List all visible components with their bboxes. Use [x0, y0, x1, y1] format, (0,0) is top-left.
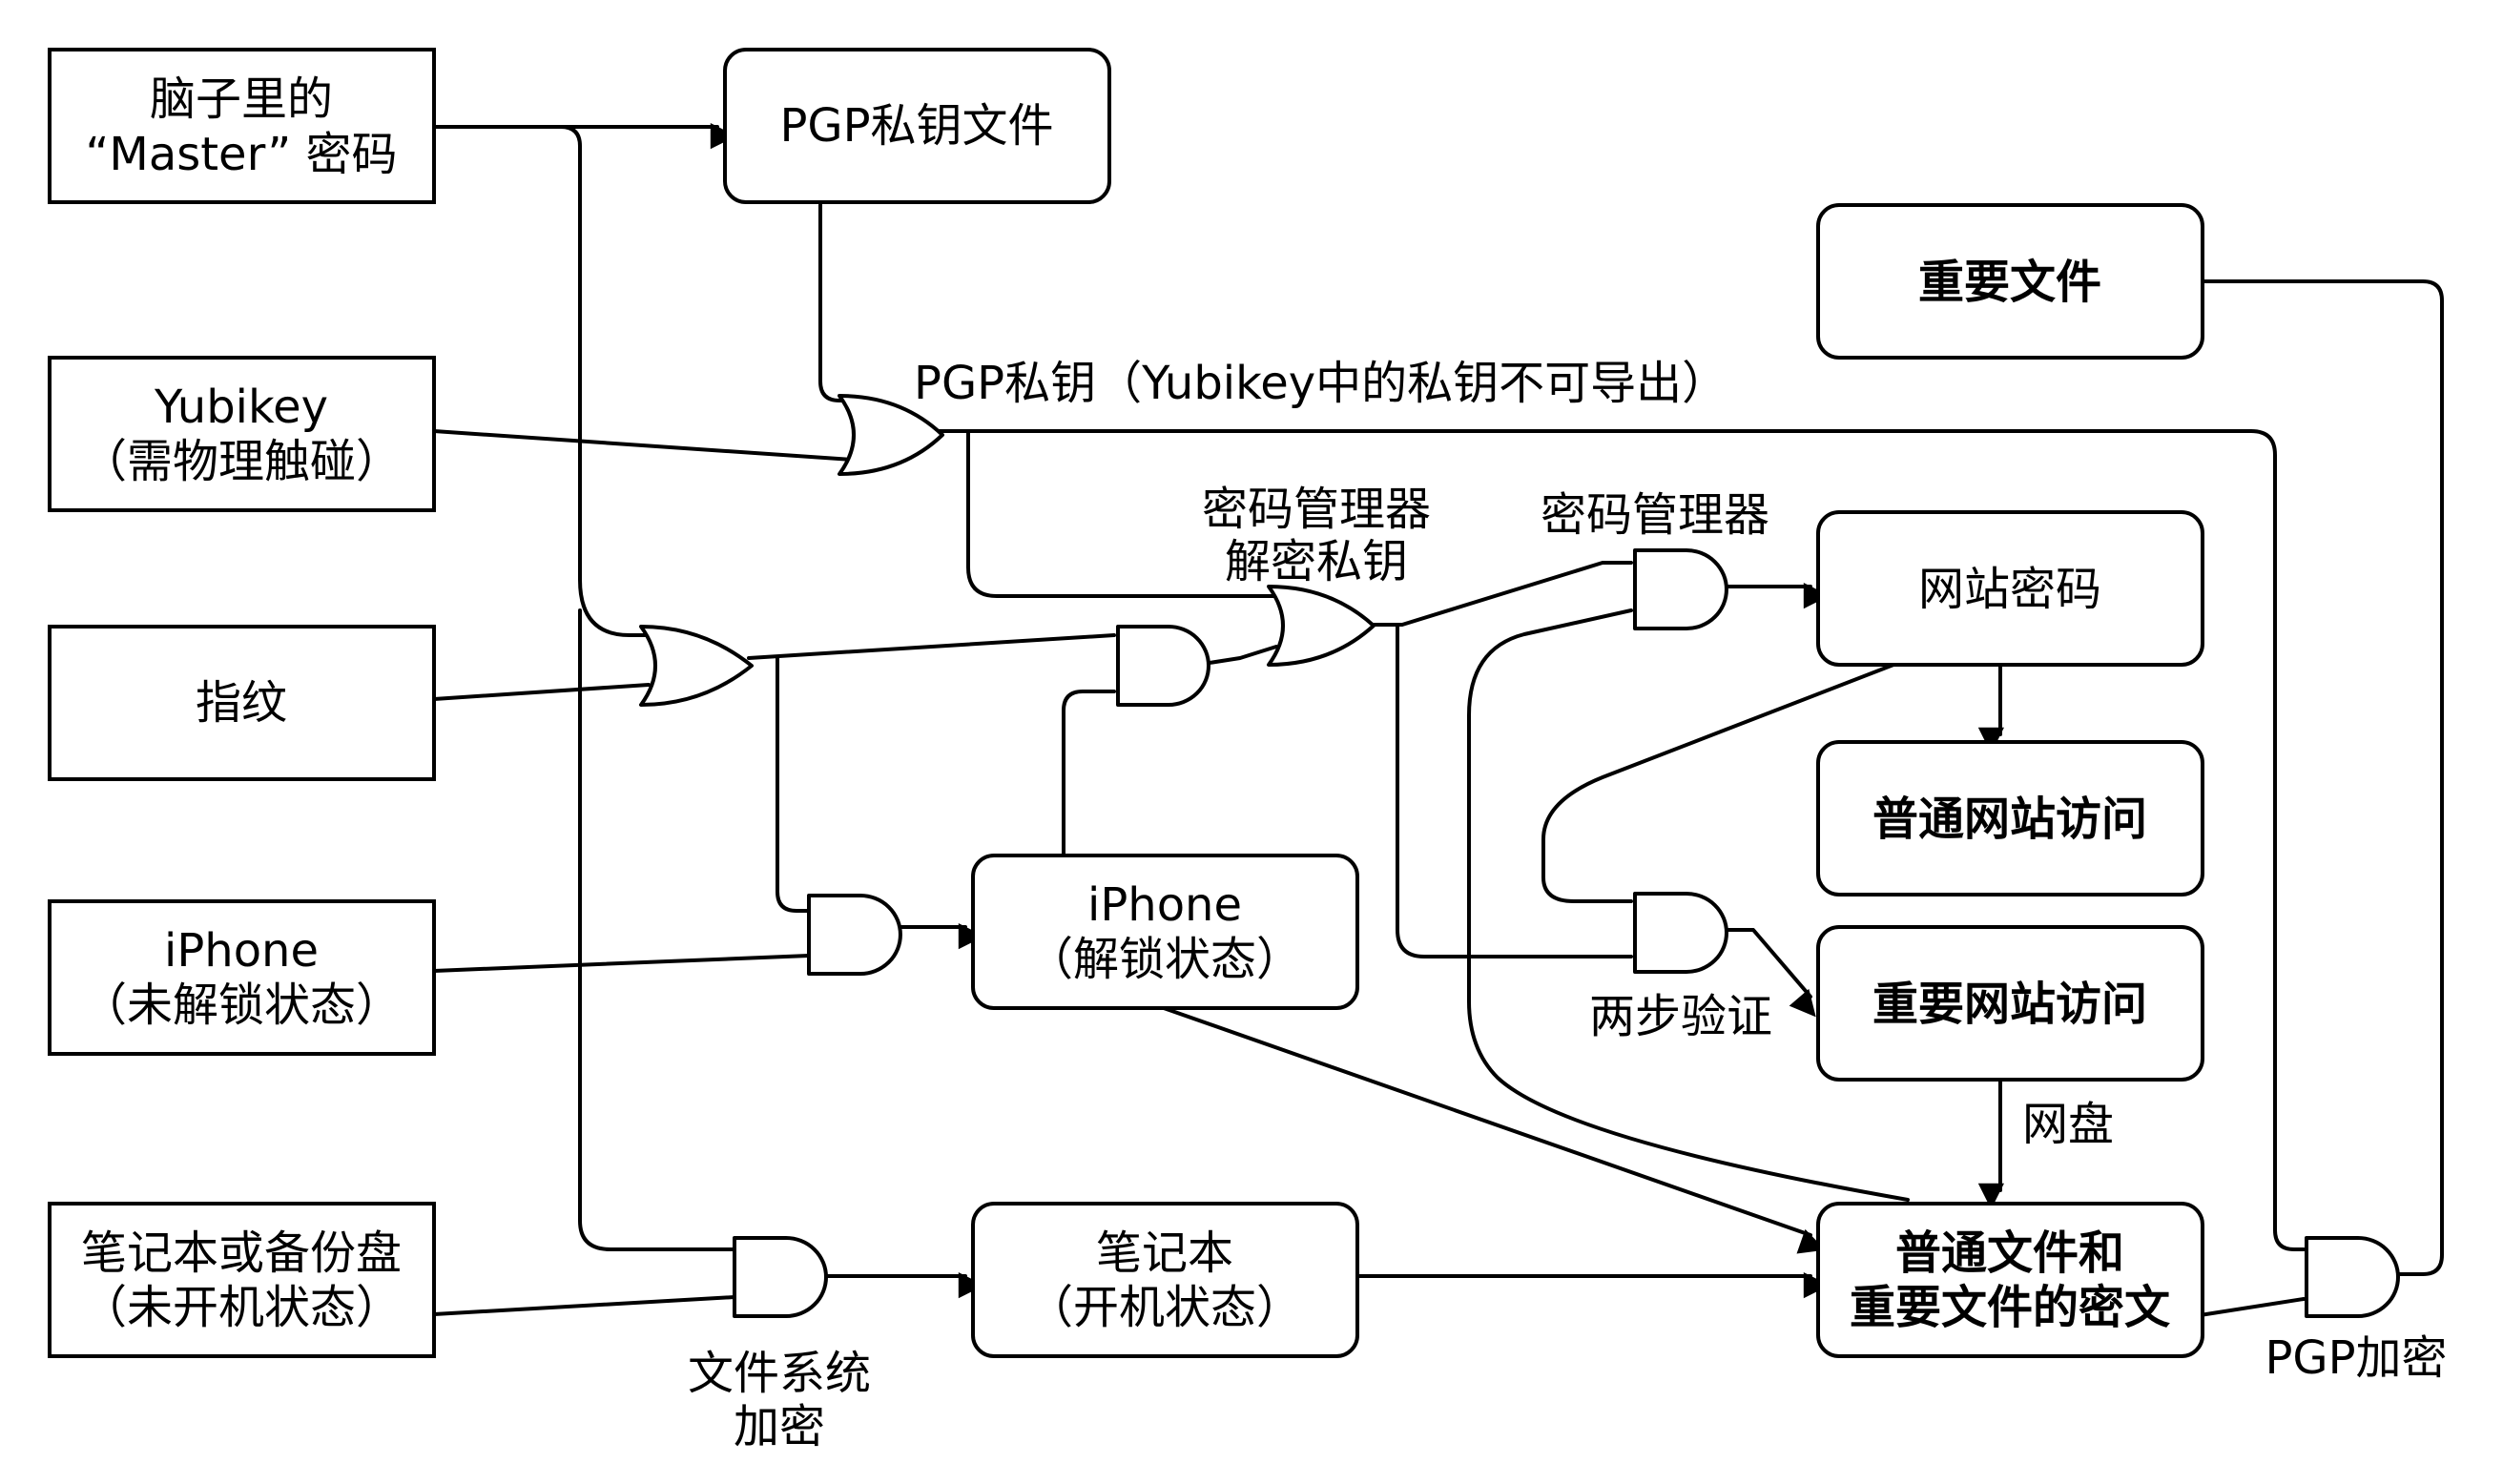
wire-yubikey-to-or [432, 429, 854, 462]
fs-encryption-line1: 文件系统 [688, 1347, 871, 1400]
and-gate-icon [1633, 892, 1728, 974]
wire-fingerprint-to-or [432, 683, 651, 701]
wire-pmor-to-andpm [1367, 561, 1633, 627]
yubikey-line2: （需物理触碰） [81, 435, 402, 488]
notebook-off-line2: （未开机状态） [81, 1281, 402, 1334]
iphone-unlocked-line1: iPhone [1087, 878, 1242, 932]
pm-decrypt-key-line1: 密码管理器 [1202, 483, 1431, 536]
edge-labels: PGP私钥（Yubikey中的私钥不可导出） 密码管理器 解密私钥 密码管理器 … [688, 357, 2448, 1453]
fingerprint-label: 指纹 [196, 676, 287, 730]
netdisk-label: 网盘 [2022, 1098, 2114, 1151]
pgp-encrypt-label: PGP加密 [2265, 1331, 2447, 1385]
node-normal-site-access-box [1816, 740, 2204, 897]
notebook-on-line1: 笔记本 [1096, 1226, 1233, 1280]
or-gate-icon [1267, 585, 1376, 667]
wire-pgp-key-to-pm-or [966, 429, 1275, 598]
important-site-access-label: 重要网站访问 [1872, 978, 2147, 1031]
wire-passwords-to-and2fa [1541, 658, 1908, 903]
pm-decrypt-key-line2: 解密私钥 [1225, 535, 1408, 588]
ciphertext-line1: 普通文件和 [1895, 1226, 2124, 1280]
iphone-unlocked-line2: （解锁状态） [1027, 933, 1302, 986]
normal-site-access-label: 普通网站访问 [1872, 793, 2147, 846]
wire-and2fa-to-important [1723, 928, 1816, 1018]
node-iphone-locked-box [48, 899, 436, 1056]
ciphertext-line2: 重要文件的密文 [1850, 1281, 2170, 1334]
node-notebook-off-box [48, 1202, 436, 1358]
wire-ciphertext-to-pgp-and [2192, 1297, 2306, 1318]
pgp-key-file-label: PGP私钥文件 [779, 99, 1053, 153]
master-password-line1: 脑子里的 [150, 72, 333, 126]
wire-pgpfile-to-or [818, 203, 856, 402]
node-fingerprint-box [48, 625, 436, 781]
notebook-on-line2: （开机状态） [1027, 1281, 1302, 1334]
wire-iphone-unlocked-to-and4 [1062, 690, 1116, 857]
wire-master-trunk [578, 608, 736, 1251]
pgp-private-key-label: PGP私钥（Yubikey中的私钥不可导出） [914, 357, 1727, 410]
wire-andpm-loop-to-ciphertext [1467, 608, 1910, 1202]
two-step-label: 两步验证 [1589, 990, 1772, 1043]
website-passwords-label: 网站密码 [1918, 563, 2101, 616]
wire-and4-to-pm-or [1208, 645, 1278, 665]
node-labels: 脑子里的 “Master” 密码 Yubikey （需物理触碰） 指纹 iPho… [81, 72, 2170, 1334]
node-yubikey-box [48, 356, 436, 512]
node-pgp-key-file-box [723, 48, 1111, 204]
or-gate-icon [838, 394, 944, 476]
wire-notebook-off-to-fs [432, 1295, 736, 1316]
wires [432, 123, 2444, 1318]
node-ciphertext-box [1816, 1202, 2204, 1358]
fs-encryption-line2: 加密 [734, 1400, 825, 1453]
wire-pmor-to-and2fa [1396, 623, 1633, 958]
iphone-locked-line1: iPhone [164, 924, 319, 978]
or-gate-icon [639, 625, 754, 707]
wire-master-to-pgp-file [432, 125, 655, 637]
wire-pgp-key-out [938, 429, 2306, 1251]
notebook-off-line1: 笔记本或备份盘 [81, 1226, 402, 1280]
wire-or3-to-and5 [776, 656, 811, 913]
master-password-line2: “Master” 密码 [86, 128, 398, 181]
iphone-locked-line2: （未解锁状态） [81, 979, 402, 1032]
and-gate-icon [733, 1236, 828, 1318]
gates [639, 394, 2400, 1318]
and-gate-icon [1633, 548, 1728, 630]
wire-iphone-locked-to-and5 [432, 954, 811, 973]
wire-or3-to-and4 [747, 633, 1116, 660]
wire-iphone-unlocked-to-ciphertext [1162, 1006, 1826, 1254]
node-notebook-on-box [971, 1202, 1359, 1358]
node-important-site-access-box [1816, 925, 2204, 1082]
and-gate-icon [2305, 1236, 2400, 1318]
node-website-passwords-box [1816, 510, 2204, 667]
node-important-files-box [1816, 203, 2204, 360]
important-files-label: 重要文件 [1918, 256, 2101, 309]
yubikey-line1: Yubikey [154, 381, 328, 434]
boxes [48, 48, 2204, 1358]
password-manager-label: 密码管理器 [1541, 488, 1769, 542]
wire-pgp-encrypt-to-important-files [2176, 258, 2444, 1276]
and-gate-icon [807, 894, 902, 976]
node-master-password-box [48, 48, 436, 204]
and-gate-icon [1116, 625, 1210, 707]
node-iphone-unlocked-box [971, 854, 1359, 1010]
